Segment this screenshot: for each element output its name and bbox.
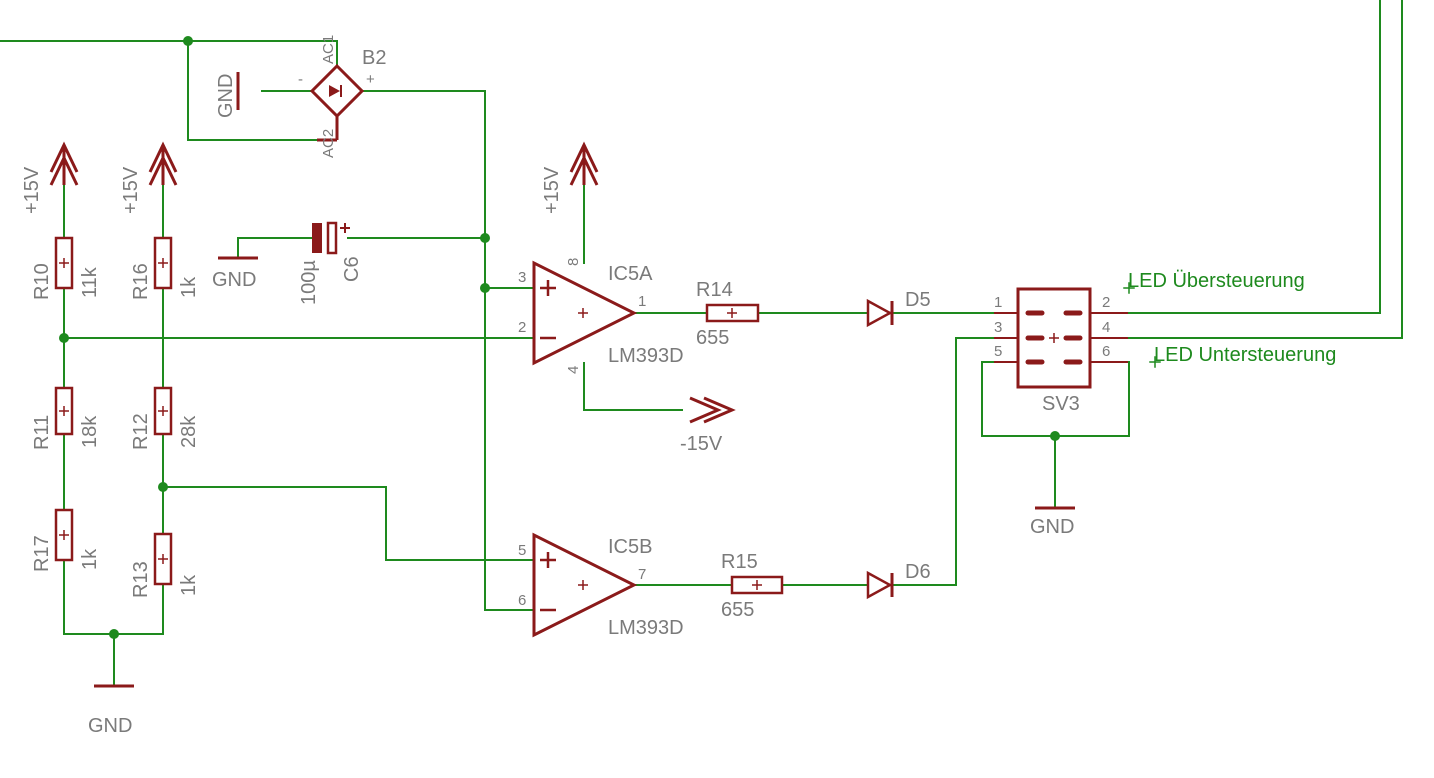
- sv3-pin-4: 4: [1102, 319, 1110, 336]
- supply-arrow-icon: [49, 141, 79, 186]
- r14-value: 655: [696, 327, 729, 349]
- supply-arrow-icon: [148, 141, 178, 186]
- r10-name: R10: [31, 263, 53, 300]
- ic5a-part: LM393D: [608, 345, 684, 367]
- junction-dot: [59, 333, 69, 343]
- d6-name: D6: [905, 561, 931, 583]
- junction-dot: [480, 283, 490, 293]
- ic5b-part: LM393D: [608, 617, 684, 639]
- r16-name: R16: [130, 263, 152, 300]
- net-label-led-over: LED Übersteuerung: [1128, 270, 1305, 292]
- r16-value: 1k: [178, 276, 200, 298]
- d6-diode: [866, 570, 894, 600]
- c6-name: C6: [341, 256, 363, 282]
- r11-resistor: [54, 386, 74, 436]
- junction-dot: [1050, 431, 1060, 441]
- pos15-label-ic: +15V: [541, 166, 563, 214]
- junctions: [59, 36, 1060, 639]
- r15-resistor: [730, 575, 784, 595]
- ic5a-pin-plus: 3: [518, 269, 526, 286]
- c6-value: 100µ: [298, 260, 320, 305]
- junction-dot: [109, 629, 119, 639]
- r15-name: R15: [721, 551, 758, 573]
- b2-bridge-rectifier: [309, 63, 365, 142]
- b2-plus-label: +: [366, 71, 375, 88]
- r17-resistor: [54, 508, 74, 562]
- ic5a-name: IC5A: [608, 263, 653, 285]
- r17-name: R17: [31, 535, 53, 572]
- gnd-label-sv3: GND: [1030, 516, 1074, 538]
- ic5b-comparator: [532, 532, 638, 638]
- supply-arrow-icon: [689, 396, 736, 424]
- ic5b-name: IC5B: [608, 536, 652, 558]
- neg15-label: -15V: [680, 433, 723, 455]
- c6-capacitor: [312, 221, 350, 255]
- gnd-label-bottom: GND: [88, 715, 132, 737]
- b2-minus-label: -: [298, 71, 303, 88]
- net-label-led-under: LED Untersteuerung: [1154, 344, 1336, 366]
- d5-name: D5: [905, 289, 931, 311]
- r11-value: 18k: [79, 415, 101, 448]
- sv3-name: SV3: [1042, 393, 1080, 415]
- ic5b-pin-out: 7: [638, 566, 646, 583]
- r13-value: 1k: [178, 574, 200, 596]
- ic5a-pin-vcc: 8: [565, 258, 582, 266]
- junction-dot: [158, 482, 168, 492]
- r14-resistor: [705, 303, 760, 323]
- r12-value: 28k: [178, 415, 200, 448]
- r16-resistor: [153, 236, 173, 290]
- pos15-label-mid: +15V: [120, 166, 142, 214]
- d5-diode: [866, 298, 894, 328]
- ic5b-pin-minus: 6: [518, 592, 526, 609]
- ic5b-pin-plus: 5: [518, 542, 526, 559]
- junction-dot: [480, 233, 490, 243]
- b2-ac1-label: AC1: [320, 35, 337, 64]
- pos15-label-left: +15V: [21, 166, 43, 214]
- gnd-label-b2: GND: [215, 74, 237, 118]
- supply-arrow-icon: [569, 141, 599, 186]
- junction-dot: [183, 36, 193, 46]
- ic5a-pin-out: 1: [638, 293, 646, 310]
- gnd-label-c6: GND: [212, 269, 256, 291]
- r10-value: 11k: [79, 266, 101, 298]
- sv3-pin-3: 3: [994, 319, 1002, 336]
- r10-resistor: [54, 236, 74, 290]
- sv3-connector: [994, 287, 1128, 389]
- r11-name: R11: [31, 415, 53, 450]
- r12-resistor: [153, 386, 173, 436]
- r13-resistor: [153, 532, 173, 586]
- sv3-pin-2: 2: [1102, 294, 1110, 311]
- b2-ac2-label: AC2: [320, 129, 337, 158]
- ic5a-pin-vee: 4: [565, 366, 582, 374]
- sv3-pin-6: 6: [1102, 343, 1110, 360]
- sv3-pin-5: 5: [994, 343, 1002, 360]
- sv3-pin-1: 1: [994, 294, 1002, 311]
- r14-name: R14: [696, 279, 733, 301]
- r13-name: R13: [130, 561, 152, 598]
- ic5a-pin-minus: 2: [518, 319, 526, 336]
- b2-name: B2: [362, 47, 386, 69]
- r12-name: R12: [130, 413, 152, 450]
- ic5a-comparator: [532, 260, 638, 366]
- r17-value: 1k: [79, 548, 101, 570]
- net-label-markers: [1123, 282, 1161, 368]
- r15-value: 655: [721, 599, 754, 621]
